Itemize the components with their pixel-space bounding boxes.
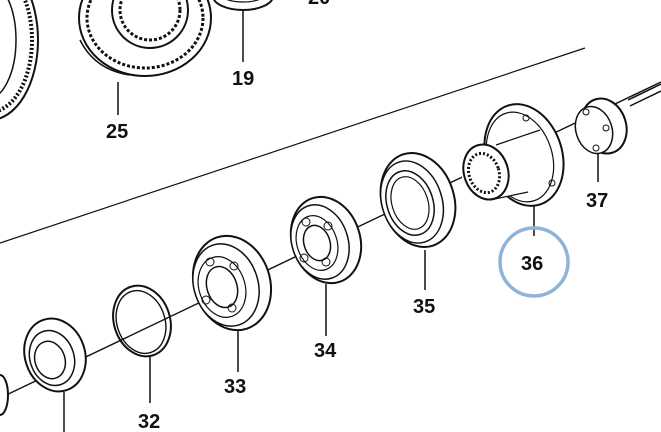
bolt-far-right xyxy=(627,83,661,107)
large-gear-left xyxy=(0,0,39,120)
snap-ring-part-32 xyxy=(112,284,172,358)
gear-edge-far-left xyxy=(0,374,9,416)
flange-part-36 xyxy=(462,103,565,207)
callout-25: 25 xyxy=(106,121,128,143)
bearing-part-34 xyxy=(289,195,363,285)
nut-part-37 xyxy=(574,97,628,155)
callout-20: 20 xyxy=(308,0,330,9)
seal-part-35 xyxy=(379,152,457,248)
callout-32: 32 xyxy=(138,411,160,432)
housing-edge-line xyxy=(0,47,586,244)
callout-19: 19 xyxy=(232,68,254,90)
callout-33: 33 xyxy=(224,376,246,398)
highlight-circle xyxy=(498,226,570,298)
ring-gear-part-25 xyxy=(78,0,212,77)
callout-36: 36 xyxy=(521,253,543,275)
bearing-bottom-left xyxy=(23,317,87,393)
callout-37: 37 xyxy=(586,190,608,212)
ring-part-19 xyxy=(213,0,273,11)
callout-34: 34 xyxy=(314,340,337,362)
callout-35: 35 xyxy=(413,296,435,318)
bearing-part-33 xyxy=(191,234,273,332)
